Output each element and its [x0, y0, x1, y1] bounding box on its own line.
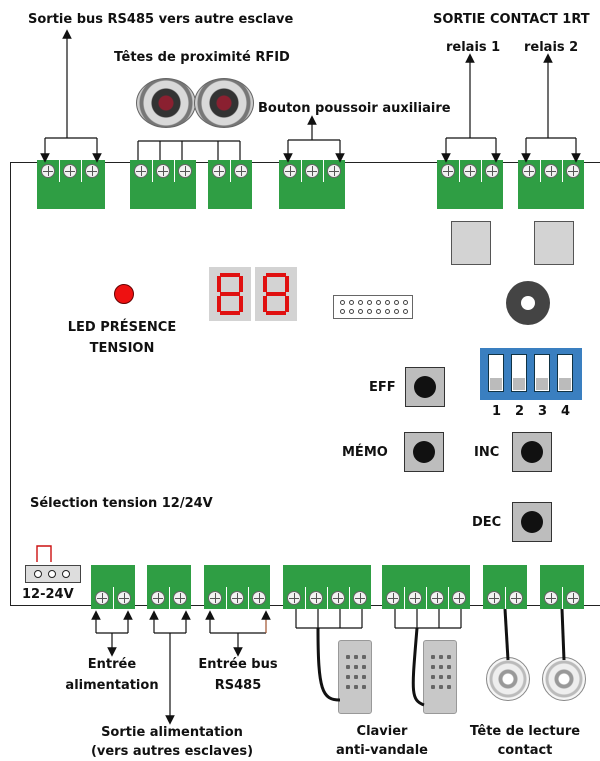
relais-2-label: relais 2	[524, 40, 579, 55]
power-in-label-line1: Entrée	[87, 657, 137, 672]
rfid-heads-label: Têtes de proximité RFID	[114, 50, 290, 65]
terminal-reader-1	[483, 565, 527, 609]
jumper-label: 12-24V	[22, 587, 74, 602]
aux-button-label: Bouton poussoir auxiliaire	[258, 101, 451, 116]
dec-button[interactable]	[512, 502, 552, 542]
relay-2	[534, 221, 574, 265]
terminal-relais-2	[518, 160, 584, 209]
inc-button[interactable]	[512, 432, 552, 472]
eff-button[interactable]	[405, 367, 445, 407]
relay-1	[451, 221, 491, 265]
rfid-head-icon	[194, 78, 254, 128]
power-out-label-line1: Sortie alimentation	[101, 725, 243, 740]
rs485-in-label-line2: RS485	[214, 678, 262, 693]
rs485-output-label: Sortie bus RS485 vers autre esclave	[28, 12, 294, 27]
memo-button[interactable]	[404, 432, 444, 472]
terminal-rs485-out	[37, 160, 105, 209]
terminal-keypad-2	[382, 565, 470, 609]
keypad-icon	[338, 640, 372, 714]
keypad-icon	[423, 640, 457, 714]
led-icon	[114, 284, 134, 304]
pin-header-connector	[333, 295, 413, 319]
contact-output-title: SORTIE CONTACT 1RT	[433, 12, 590, 27]
terminal-aux-button	[279, 160, 345, 209]
eff-label: EFF	[369, 380, 396, 395]
led-label-line2: TENSION	[89, 341, 155, 356]
terminal-power-out	[147, 565, 191, 609]
rs485-in-label-line1: Entrée bus	[198, 657, 278, 672]
terminal-reader-2	[540, 565, 584, 609]
terminal-rfid-2	[208, 160, 252, 209]
relais-1-label: relais 1	[446, 40, 501, 55]
seven-segment-digit-2	[255, 267, 297, 321]
power-in-label-line2: alimentation	[65, 678, 159, 693]
keypad-label-line1: Clavier	[356, 724, 408, 739]
terminal-relais-1	[437, 160, 503, 209]
memo-label: MÉMO	[342, 445, 388, 460]
terminal-keypad-1	[283, 565, 371, 609]
terminal-rfid-1	[130, 160, 196, 209]
power-out-label-line2: (vers autres esclaves)	[90, 744, 254, 759]
dec-label: DEC	[472, 515, 502, 530]
buzzer-icon	[506, 281, 550, 325]
seven-segment-digit-1	[209, 267, 251, 321]
led-label-line1: LED PRÉSENCE	[67, 320, 177, 335]
dip-number-1: 1	[492, 404, 502, 419]
dip-number-4: 4	[561, 404, 571, 419]
dip-number-3: 3	[538, 404, 548, 419]
voltage-select-label: Sélection tension 12/24V	[30, 496, 213, 511]
contact-reader-icon	[486, 657, 530, 701]
keypad-label-line2: anti-vandale	[336, 743, 428, 758]
terminal-power-in	[91, 565, 135, 609]
reader-label-line1: Tête de lecture	[469, 724, 581, 739]
terminal-rs485-in	[204, 565, 270, 609]
dip-number-2: 2	[515, 404, 525, 419]
reader-label-line2: contact	[497, 743, 553, 758]
dip-switch[interactable]	[480, 348, 582, 400]
voltage-jumper[interactable]	[25, 565, 81, 583]
inc-label: INC	[474, 445, 500, 460]
